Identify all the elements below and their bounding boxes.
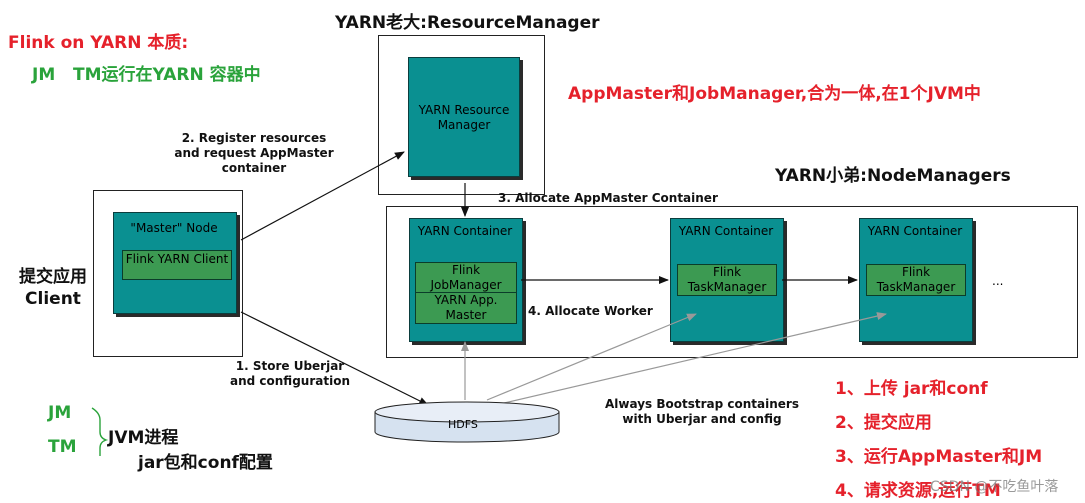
allocate-am-annotation: 3. Allocate AppMaster Container — [498, 191, 718, 205]
legend-jvm: JVM进程 — [108, 428, 179, 448]
client-label-cn: 提交应用 — [19, 267, 87, 287]
step-2: 2、提交应用 — [835, 413, 932, 433]
flink-on-yarn-title: Flink on YARN 本质: — [8, 33, 189, 53]
flink-taskmanager-box-1: Flink TaskManager — [677, 264, 777, 296]
master-node-label: "Master" Node — [130, 221, 218, 235]
client-label-en: Client — [25, 289, 81, 309]
arrow-store — [240, 311, 429, 406]
hdfs-cylinder — [374, 401, 560, 443]
step-4: 4、请求资源,运行TM — [835, 481, 1001, 501]
node-managers-heading: YARN小弟:NodeManagers — [775, 166, 1011, 186]
register-annotation: 2. Register resources and request AppMas… — [174, 131, 334, 175]
yarn-container-1-title: YARN Container — [417, 224, 513, 238]
flink-jobmanager-box: Flink JobManager — [415, 262, 517, 294]
yarn-container-3-title: YARN Container — [867, 224, 963, 238]
yarn-app-master-box: YARN App. Master — [415, 292, 517, 324]
hdfs-label: HDFS — [448, 418, 478, 431]
flink-taskmanager-label-1: Flink TaskManager — [687, 265, 767, 294]
arrow-bootstrap-2 — [486, 313, 697, 401]
yarn-resource-manager-box: YARN Resource Manager — [408, 57, 520, 177]
arrow-bootstrap-3 — [499, 312, 887, 405]
yarn-resource-manager-label: YARN Resource Manager — [418, 103, 510, 132]
flink-taskmanager-box-2: Flink TaskManager — [866, 264, 966, 296]
watermark: CSDN @不吃鱼叶落 — [930, 479, 1059, 495]
resource-manager-heading: YARN老大:ResourceManager — [335, 13, 600, 33]
arrow-register — [240, 151, 405, 241]
legend-jm: JM — [48, 403, 72, 423]
legend-jar-conf: jar包和conf配置 — [138, 453, 273, 473]
step-1: 1、上传 jar和conf — [835, 379, 988, 399]
yarn-app-master-label: YARN App. Master — [434, 293, 498, 322]
flink-yarn-client-box: Flink YARN Client — [122, 250, 232, 280]
more-containers-ellipsis: ... — [992, 274, 1004, 288]
flink-taskmanager-label-2: Flink TaskManager — [876, 265, 956, 294]
client-label: 提交应用 Client — [10, 266, 96, 310]
brace — [91, 407, 109, 456]
legend-tm: TM — [48, 437, 77, 457]
yarn-container-2-title: YARN Container — [678, 224, 774, 238]
bootstrap-annotation: Always Bootstrap containers with Uberjar… — [605, 397, 799, 426]
flink-yarn-client-label: Flink YARN Client — [125, 252, 229, 266]
step-3: 3、运行AppMaster和JM — [835, 447, 1043, 467]
store-annotation: 1. Store Uberjar and configuration — [230, 359, 350, 388]
allocate-worker-annotation: 4. Allocate Worker — [528, 304, 653, 318]
appmaster-note: AppMaster和JobManager,合为一体,在1个JVM中 — [568, 84, 981, 104]
flink-jobmanager-label: Flink JobManager — [430, 263, 502, 292]
jm-tm-subtitle: JM TM运行在YARN 容器中 — [32, 65, 261, 85]
